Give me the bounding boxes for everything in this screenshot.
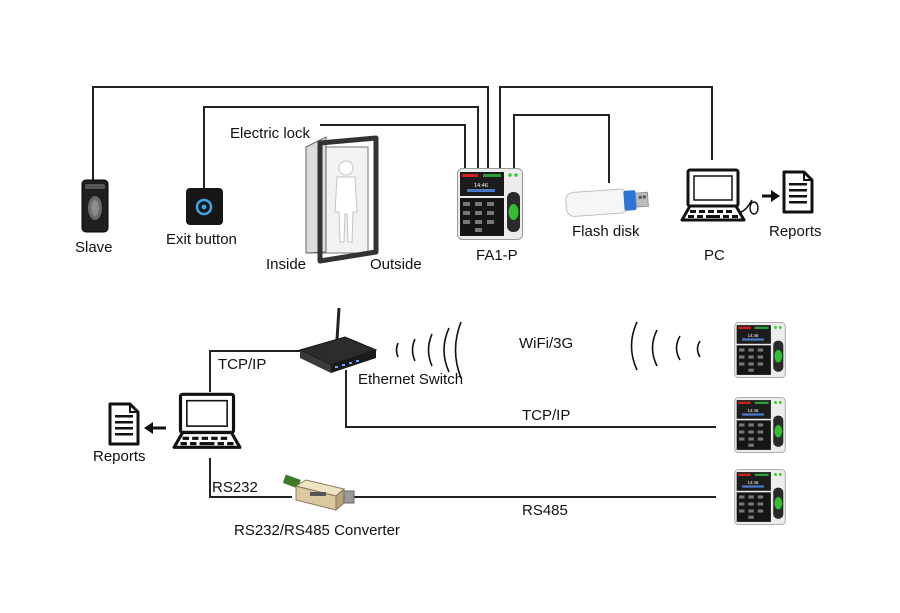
pc-to-reports-arrow-icon [762,190,780,202]
pc-label: PC [704,247,725,264]
pc-to-reports-left-arrow-icon [144,422,166,434]
rs485-label: RS485 [522,502,568,519]
switch-to-terminal-tcpip-line [345,370,716,428]
reports-document-icon [782,170,814,214]
outside-label: Outside [370,256,422,273]
person-silhouette-icon [334,160,358,243]
ethernet-switch-label: Ethernet Switch [358,371,464,388]
flash-disk-icon [565,188,649,217]
exit-button-wire [203,106,479,188]
ethernet-switch-icon [298,307,378,373]
door-icon [305,135,379,264]
flash-disk-label: Flash disk [572,223,640,240]
inside-label: Inside [266,256,307,273]
rs232-label: RS232 [212,479,258,496]
fa1p-label: FA1-P [476,247,518,264]
terminal-tcpip-icon [734,397,786,453]
slave-reader-icon [81,179,109,233]
fa1p-terminal-icon [456,168,524,240]
wifi-waves-right-icon [630,321,701,371]
tcpip-pc-label: TCP/IP [218,356,267,373]
terminal-wifi-icon [734,322,786,378]
rs232-rs485-converter-icon [283,474,355,512]
electric-lock-label: Electric lock [230,125,311,142]
wifi-3g-label: WiFi/3G [519,335,574,352]
tcpip-link-label: TCP/IP [522,407,571,424]
terminal-rs485-icon [734,469,786,525]
network-pc-computer-icon [172,392,242,449]
electric-lock-wire [320,124,466,168]
pc-computer-icon [680,168,759,222]
slave-label: Slave [75,239,113,256]
network-reports-label: Reports [93,448,146,465]
wifi-waves-left-icon [395,321,462,379]
pc-wire [499,86,713,168]
wiring-lines [92,86,713,188]
converter-label: RS232/RS485 Converter [234,522,400,539]
slave-wire [92,86,489,180]
pc-to-converter-rs232-line [209,458,292,498]
network-lines [209,350,716,498]
network-reports-document-icon [108,402,140,446]
pc-to-switch-line [209,350,302,392]
reports-label: Reports [769,223,822,240]
exit-button-icon [186,188,223,225]
flash-disk-wire [513,114,610,183]
exit-button-label: Exit button [166,231,237,248]
